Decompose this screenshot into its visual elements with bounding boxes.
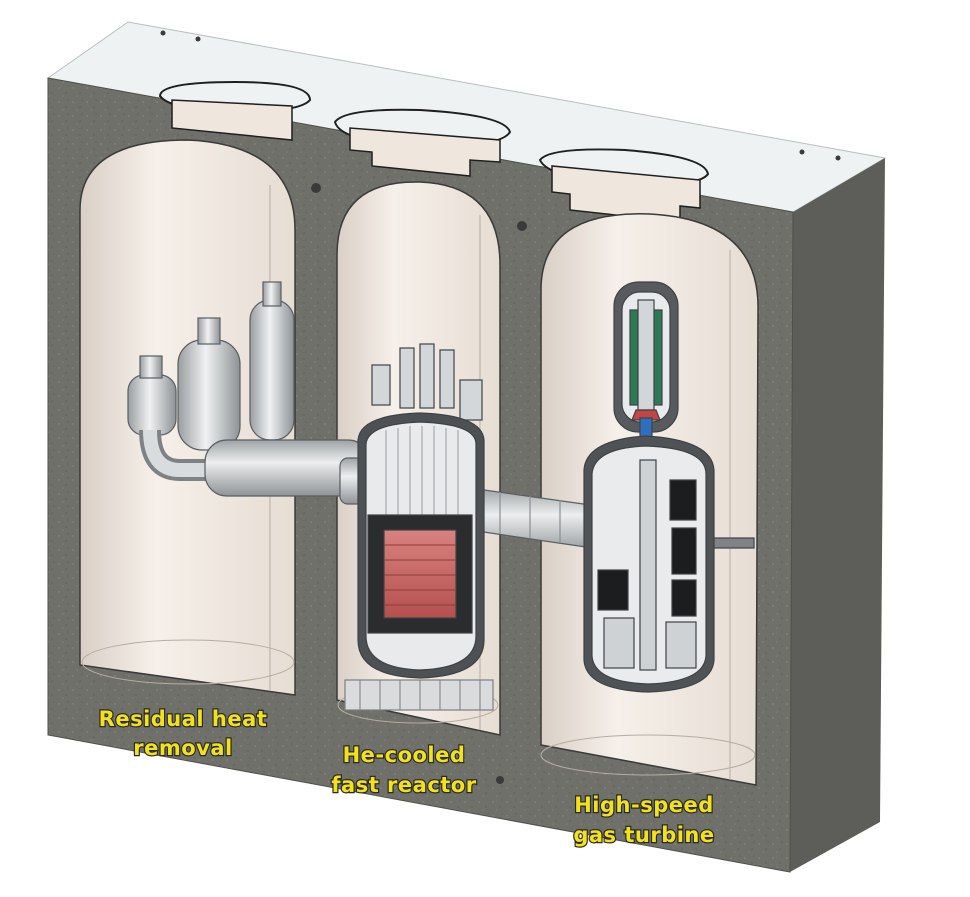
label-turbine: High-speed gas turbine [572, 792, 715, 848]
label-turbine-line1: High-speed [574, 793, 714, 817]
label-residual-heat-line2: removal [133, 736, 232, 760]
label-reactor-line2: fast reactor [331, 773, 476, 797]
shafts [171, 99, 701, 223]
label-residual-heat-line1: Residual heat [99, 707, 268, 731]
label-residual-heat: Residual heat removal [97, 706, 268, 761]
gas-turbine-drawing [583, 281, 755, 693]
label-turbine-line2: gas turbine [573, 823, 714, 847]
reactor-vessel-drawing [344, 343, 494, 711]
block-side-face [790, 158, 885, 872]
label-reactor: He-cooled fast reactor [330, 742, 477, 798]
label-reactor-line1: He-cooled [343, 743, 466, 767]
